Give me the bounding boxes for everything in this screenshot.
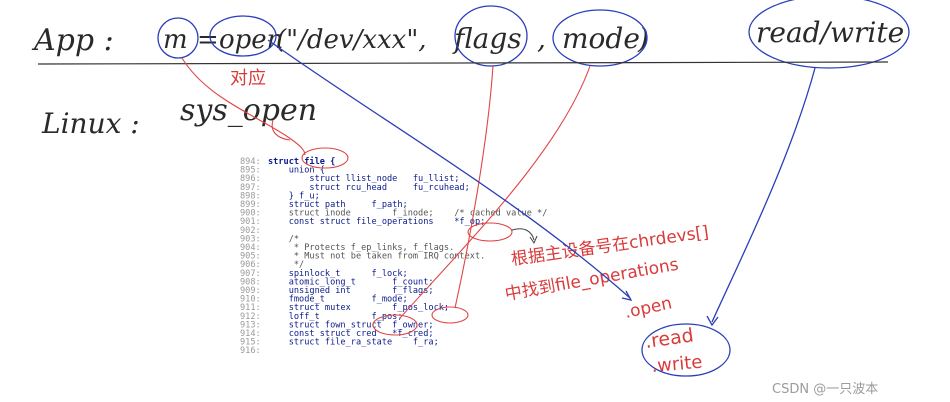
separator-line	[37, 61, 889, 65]
code-line-number: 904:	[240, 243, 261, 253]
app-open-path: ("/dev/xxx",	[276, 25, 427, 55]
code-line-text: union {	[268, 166, 325, 176]
app-m-var: m	[163, 25, 188, 55]
line-flags-to-f-flags	[454, 65, 494, 309]
code-line-text: loff_t f_pos;	[268, 312, 403, 322]
circle-read-write	[748, 0, 910, 69]
circle-mode	[552, 9, 648, 67]
code-line-text: const struct file_operations *f_op;	[268, 217, 485, 227]
watermark: CSDN @一只波本	[772, 382, 878, 397]
code-line-text: unsigned int f_flags;	[268, 286, 434, 296]
code-line-text: */	[268, 260, 304, 270]
circle-struct-file	[301, 147, 349, 169]
annotation-dot-write: .write	[651, 352, 704, 377]
code-line-text: struct file {	[268, 156, 335, 167]
code-line-number: 914:	[240, 329, 261, 339]
code-line-number: 908:	[240, 277, 261, 287]
annotation-dot-read: .read	[644, 324, 695, 353]
code-line-number: 897:	[240, 183, 261, 193]
arrow-read-write-head	[706, 315, 719, 327]
code-line-number: 905:	[240, 252, 261, 262]
code-line-text: fmode_t f_mode;	[268, 295, 408, 305]
app-mode: mode	[562, 22, 640, 55]
line-sys-open-hook	[271, 119, 291, 141]
circle-f-op	[467, 222, 513, 242]
app-equals: =	[197, 25, 219, 55]
arrow-f-op-head	[529, 235, 538, 245]
circle-m	[157, 17, 199, 59]
app-close-paren: )	[637, 22, 649, 55]
code-line-text: * Protects f_ep_links, f_flags.	[268, 243, 454, 253]
linux-label: Linux :	[41, 107, 140, 140]
line-mode-to-f-mode	[399, 65, 591, 319]
code-line-text: struct mutex f_pos_lock;	[268, 303, 449, 313]
code-line-number: 911:	[240, 303, 261, 313]
annotation-correspond: 对应	[230, 68, 266, 89]
circle-open	[209, 15, 277, 57]
code-line-text: struct inode f_inode; /* cached value */	[268, 209, 547, 219]
app-flags: flags	[452, 22, 522, 55]
annotation-find-by-major: 根据主设备号在chrdevs[]	[510, 222, 710, 270]
line-m-to-struct-file	[181, 57, 306, 156]
app-open-call: open	[219, 25, 283, 55]
code-line-text: struct rcu_head fu_rcuhead;	[268, 183, 470, 193]
code-line-number: 910:	[240, 295, 261, 305]
code-line-text: struct path f_path;	[268, 200, 408, 210]
code-line-text: struct file_ra_state f_ra;	[268, 338, 439, 348]
circle-read-write-ops	[641, 323, 731, 377]
code-line-number: 916:	[240, 346, 261, 356]
app-comma: ,	[537, 22, 546, 55]
circle-flags	[454, 5, 528, 67]
circle-f-flags	[431, 306, 469, 324]
code-line-number: 903:	[240, 234, 261, 244]
code-line-number: 915:	[240, 338, 261, 348]
code-line-text: } f_u;	[268, 191, 320, 201]
code-line-number: 902:	[240, 226, 261, 236]
app-read-write: read/write	[756, 16, 904, 49]
app-label: App :	[31, 23, 114, 58]
code-line-text: const struct cred *f_cred;	[268, 329, 434, 339]
code-line-text: struct llist_node fu_llist;	[268, 174, 459, 184]
code-line-text: spinlock_t f_lock;	[268, 269, 408, 279]
linux-sys-open: sys_open	[180, 93, 317, 128]
code-line-text: /*	[268, 234, 299, 244]
code-line-number: 896:	[240, 174, 261, 184]
code-line-number: 901:	[240, 217, 261, 227]
arrow-f-op-curve	[511, 228, 535, 241]
circle-f-mode	[372, 314, 418, 336]
kernel-struct-file-listing: 894: struct file { 895: union { 896: struct…	[240, 156, 547, 356]
code-line-number: 898:	[240, 191, 261, 201]
code-line-number: 900:	[240, 209, 261, 219]
code-line-text: struct fown_struct f_owner;	[268, 320, 434, 330]
arrow-open-head	[621, 290, 633, 301]
code-line-number: 912:	[240, 312, 261, 322]
code-line-number: 906:	[240, 260, 261, 270]
code-line-text: atomic_long_t f_count;	[268, 277, 434, 287]
code-line-number: 909:	[240, 286, 261, 296]
code-line-number: 913:	[240, 320, 261, 330]
code-line-text: * Must not be taken from IRQ context.	[268, 252, 485, 262]
line-read-write-to-ops	[711, 67, 816, 323]
code-line-number: 894:	[240, 157, 261, 167]
code-line-number: 899:	[240, 200, 261, 210]
code-line-number: 895:	[240, 166, 261, 176]
code-line-number: 907:	[240, 269, 261, 279]
line-open-to-dot-open	[267, 39, 631, 299]
